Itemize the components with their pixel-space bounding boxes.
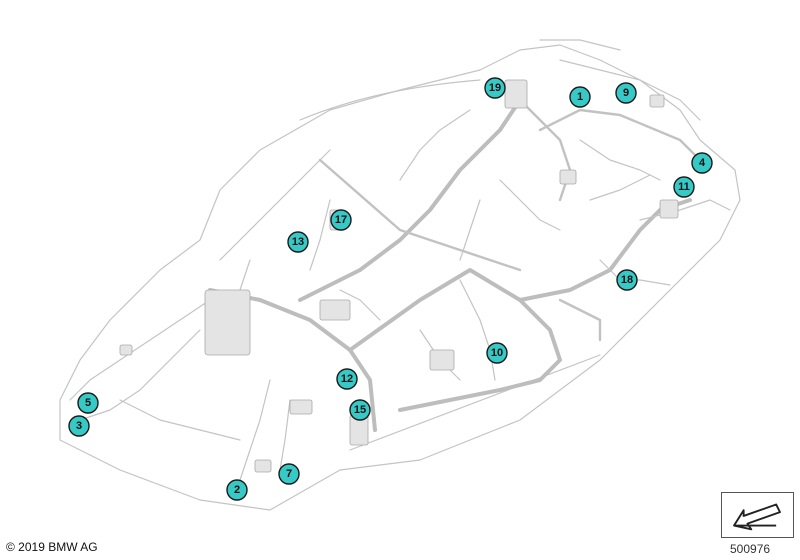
figure-id: 500976 xyxy=(730,542,771,556)
svg-text:10: 10 xyxy=(491,347,503,359)
svg-text:5: 5 xyxy=(85,397,91,409)
callout-19[interactable]: 19 xyxy=(484,77,506,99)
svg-text:19: 19 xyxy=(489,82,501,94)
callout-7[interactable]: 7 xyxy=(278,463,300,485)
callout-11[interactable]: 11 xyxy=(673,176,695,198)
callout-5[interactable]: 5 xyxy=(77,392,99,414)
callout-12[interactable]: 12 xyxy=(336,368,358,390)
svg-text:1: 1 xyxy=(577,91,583,103)
svg-text:11: 11 xyxy=(678,181,690,193)
svg-text:13: 13 xyxy=(292,236,304,248)
svg-text:7: 7 xyxy=(286,468,292,480)
callout-3[interactable]: 3 xyxy=(68,415,90,437)
svg-text:2: 2 xyxy=(234,484,240,496)
svg-text:3: 3 xyxy=(76,420,82,432)
svg-text:18: 18 xyxy=(621,274,633,286)
callout-17[interactable]: 17 xyxy=(330,209,352,231)
connectors xyxy=(119,79,679,473)
svg-text:12: 12 xyxy=(341,373,353,385)
vehicle-outline xyxy=(59,44,741,511)
svg-text:4: 4 xyxy=(699,157,706,169)
callout-9[interactable]: 9 xyxy=(615,82,637,104)
svg-text:17: 17 xyxy=(335,214,347,226)
callout-13[interactable]: 13 xyxy=(287,231,309,253)
svg-text:9: 9 xyxy=(623,87,629,99)
branch-wires xyxy=(69,39,731,481)
svg-text:15: 15 xyxy=(354,404,366,416)
callout-10[interactable]: 10 xyxy=(486,342,508,364)
back-arrow-icon[interactable] xyxy=(721,492,794,538)
callout-4[interactable]: 4 xyxy=(691,152,713,174)
callout-1[interactable]: 1 xyxy=(569,86,591,108)
callout-15[interactable]: 15 xyxy=(349,399,371,421)
callout-2[interactable]: 2 xyxy=(226,479,248,501)
copyright-text: © 2019 BMW AG xyxy=(6,540,98,554)
callout-18[interactable]: 18 xyxy=(616,269,638,291)
main-harness xyxy=(208,98,702,432)
